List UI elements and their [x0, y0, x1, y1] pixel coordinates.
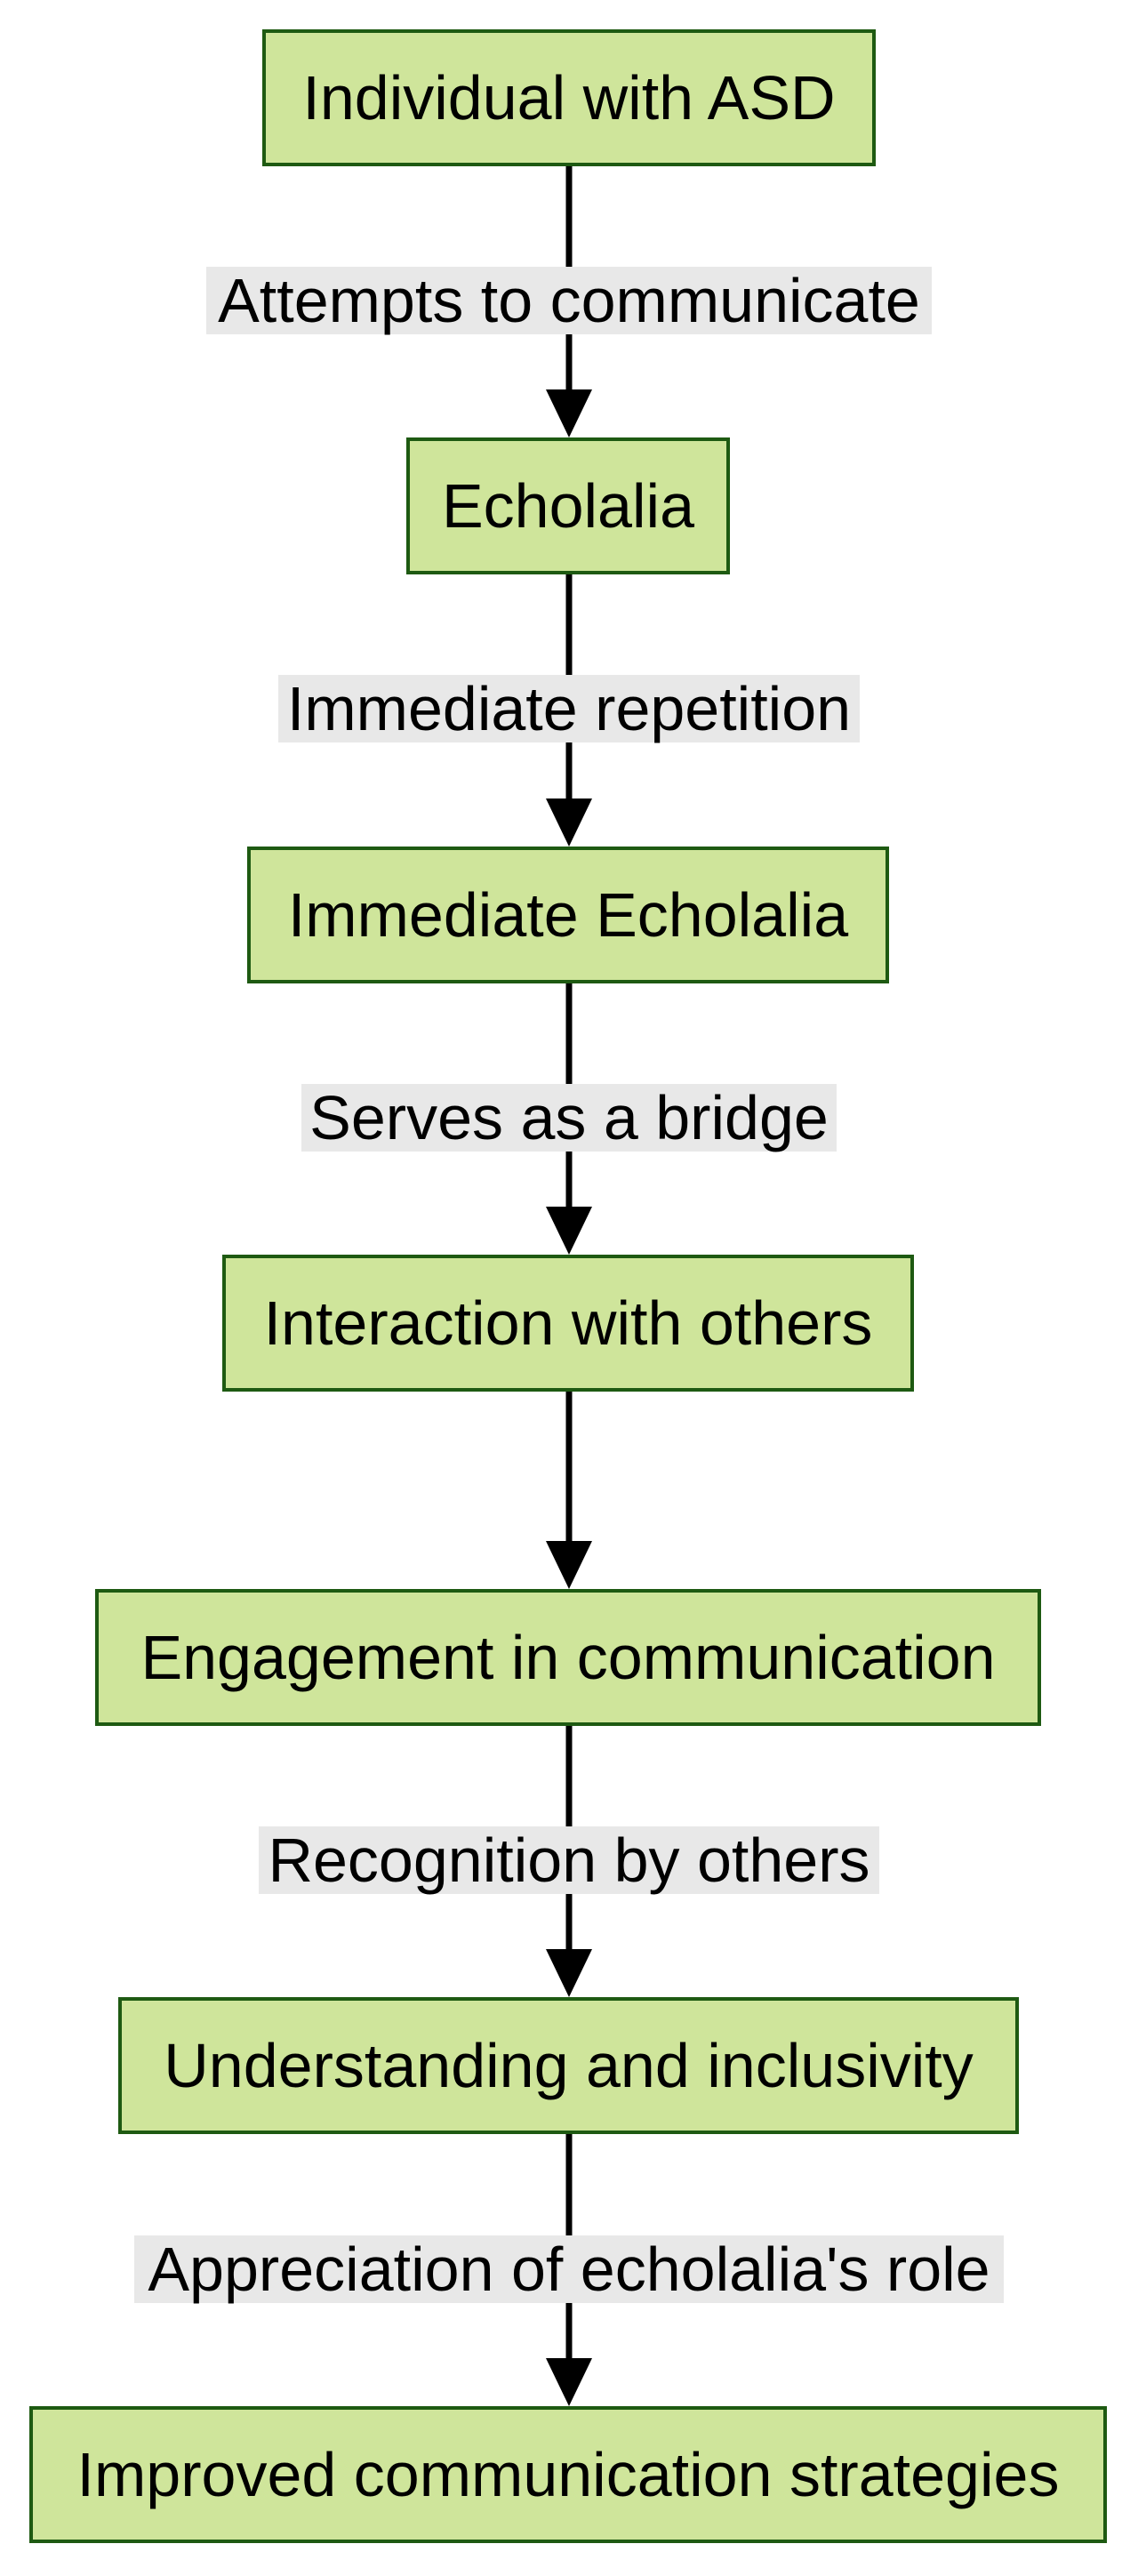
edge-n6-n7: Appreciation of echolalia's role	[134, 2132, 1004, 2406]
edge-label: Recognition by others	[268, 1826, 870, 1895]
node-label: Interaction with others	[264, 1288, 873, 1358]
node-box	[95, 1589, 1041, 1726]
edge-n2-n3: Immediate repetition	[278, 573, 860, 847]
node-label: Immediate Echolalia	[288, 880, 848, 950]
edge-label: Attempts to communicate	[218, 266, 920, 335]
edge-label: Serves as a bridge	[309, 1083, 829, 1152]
node-immediate-echolalia: Immediate Echolalia	[247, 847, 889, 983]
edge-label: Immediate repetition	[287, 674, 851, 743]
node-engagement-in-communication: Engagement in communication	[95, 1589, 1041, 1726]
edge-label-background	[278, 675, 860, 742]
node-label: Individual with ASD	[302, 63, 835, 132]
edge-label-background	[259, 1826, 879, 1894]
edge-label-background	[206, 267, 932, 334]
node-interaction-with-others: Interaction with others	[222, 1255, 914, 1392]
node-label: Improved communication strategies	[77, 2440, 1060, 2509]
edge-label: Appreciation of echolalia's role	[148, 2235, 990, 2304]
node-box	[222, 1255, 914, 1392]
arrow-head	[546, 2358, 592, 2406]
node-box	[247, 847, 889, 983]
node-understanding-and-inclusivity: Understanding and inclusivity	[118, 1997, 1019, 2134]
node-individual-with-asd: Individual with ASD	[262, 29, 876, 166]
node-label: Understanding and inclusivity	[164, 2031, 974, 2100]
edge-n5-n6: Recognition by others	[259, 1724, 879, 1997]
node-box	[29, 2406, 1107, 2543]
node-box	[262, 29, 876, 166]
node-box	[118, 1997, 1019, 2134]
edge-label-background	[134, 2235, 1004, 2303]
arrow-head	[546, 1541, 592, 1589]
node-improved-communication-strategies: Improved communication strategies	[29, 2406, 1107, 2543]
edge-n1-n2: Attempts to communicate	[206, 165, 932, 437]
node-echolalia: Echolalia	[406, 437, 730, 574]
arrow-head	[546, 1949, 592, 1997]
arrow-head	[546, 1207, 592, 1255]
edge-label-background	[301, 1084, 837, 1152]
arrow-head	[546, 389, 592, 437]
edge-n4-n5	[546, 1390, 592, 1589]
node-label: Engagement in communication	[140, 1623, 995, 1692]
node-label: Echolalia	[442, 471, 694, 541]
arrow-head	[546, 798, 592, 847]
node-box	[406, 437, 730, 574]
edge-n3-n4: Serves as a bridge	[301, 982, 837, 1255]
